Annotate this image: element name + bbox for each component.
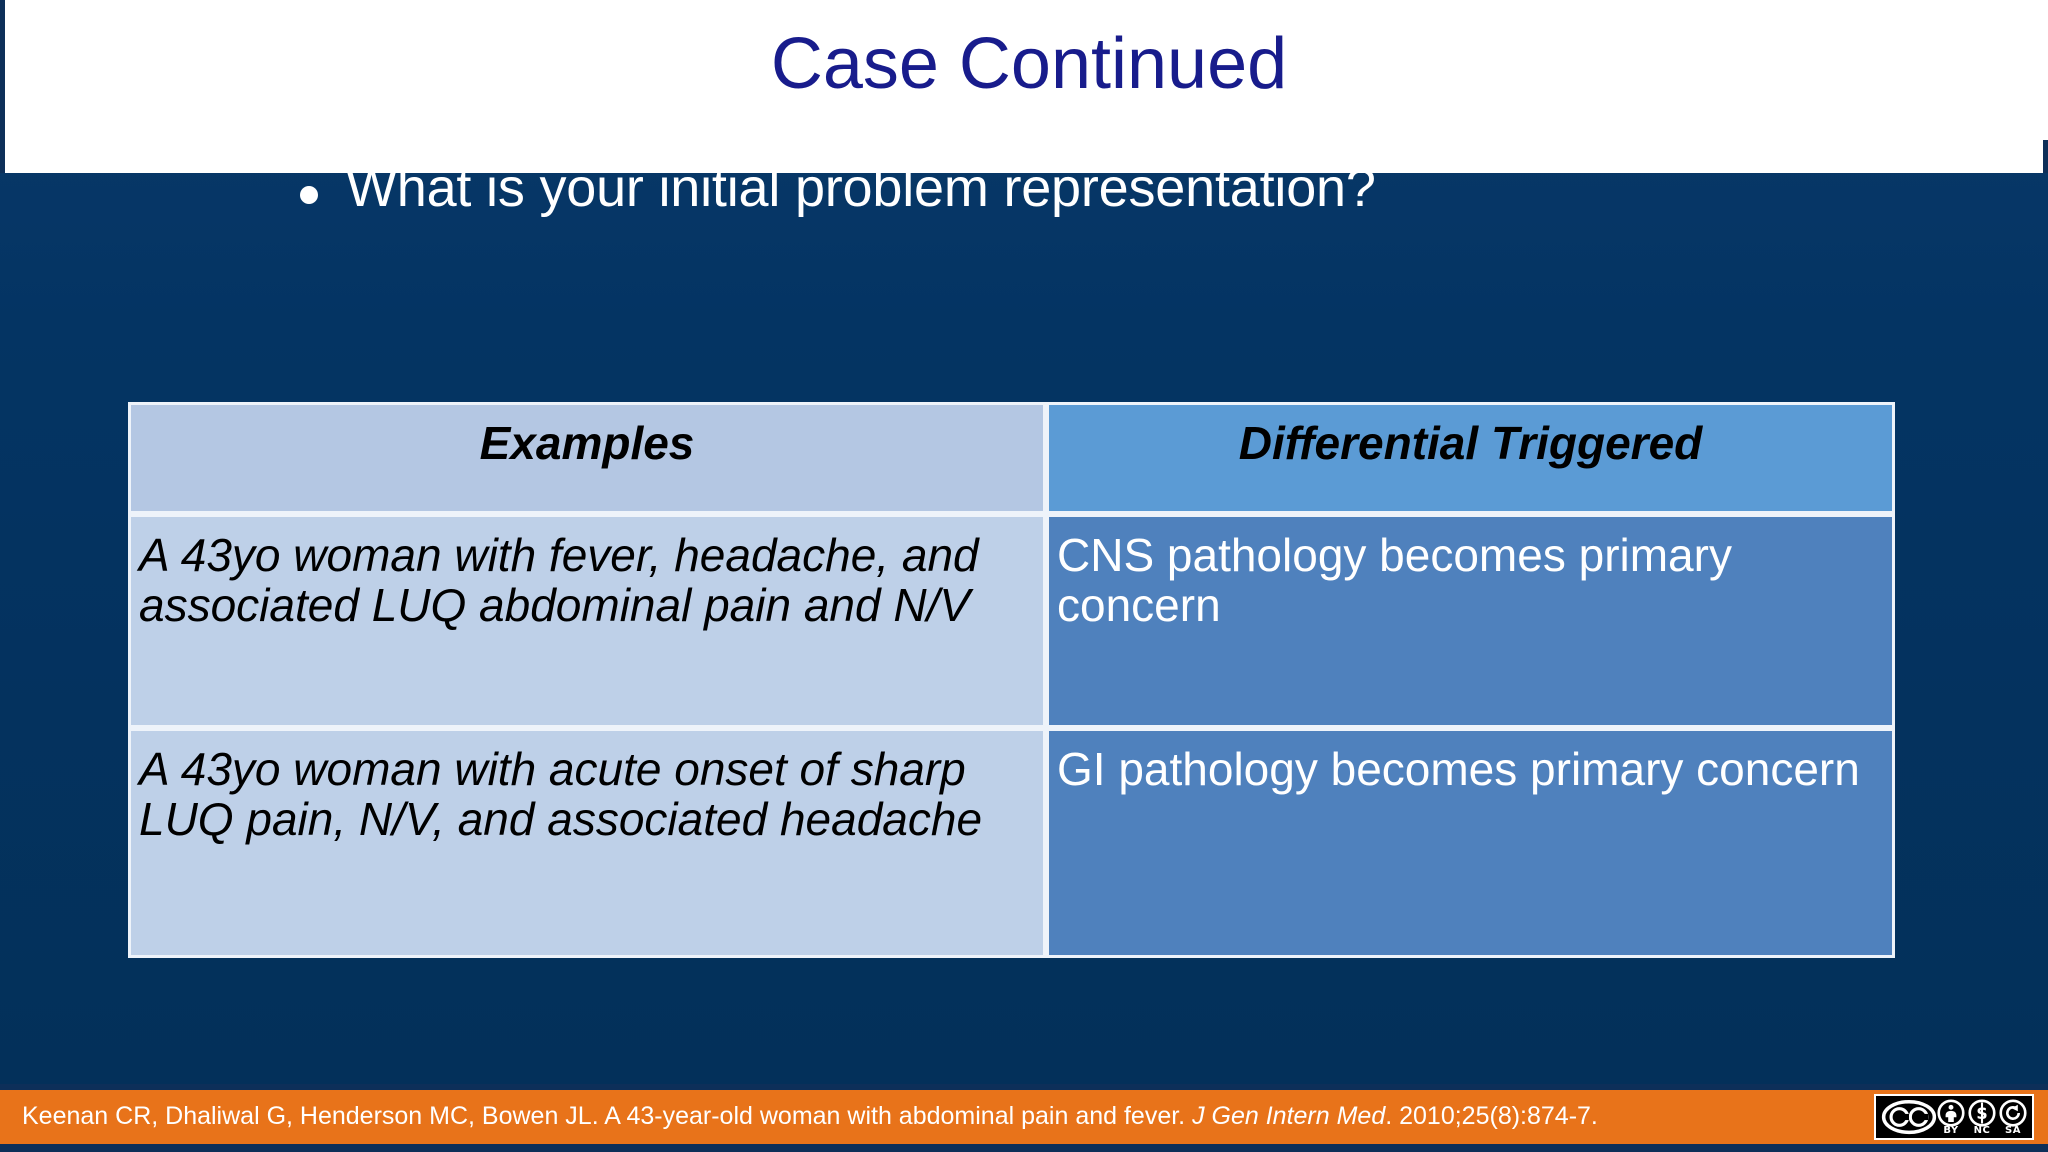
cc-label-nc: NC	[1973, 1124, 1991, 1136]
table-header-differential-label: Differential Triggered	[1238, 417, 1703, 469]
table-row: A 43yo woman with acute onset of sharp L…	[128, 728, 1895, 958]
page-title: Case Continued	[770, 24, 1288, 104]
problem-representation-table: Examples Differential Triggered A 43yo w…	[128, 402, 1895, 958]
differential-text-2: GI pathology becomes primary concern	[1057, 743, 1860, 795]
table-header-differential: Differential Triggered	[1046, 402, 1895, 514]
bullet-dot-icon	[300, 186, 318, 204]
cc-label-by: BY	[1943, 1124, 1959, 1136]
citation-bar: Keenan CR, Dhaliwal G, Henderson MC, Bow…	[0, 1090, 2048, 1144]
table-cell-differential-2: GI pathology becomes primary concern	[1046, 728, 1895, 958]
attribution-person-icon	[1937, 1098, 1965, 1127]
title-band-fill	[5, 0, 2048, 140]
cc-icon-row: S	[1937, 1098, 2027, 1127]
table-row: A 43yo woman with fever, headache, and a…	[128, 514, 1895, 728]
differential-text-1: CNS pathology becomes primary concern	[1057, 529, 1732, 631]
sharealike-arrow-icon	[1999, 1098, 2027, 1127]
example-text-2: A 43yo woman with acute onset of sharp L…	[139, 743, 983, 845]
cc-label-row: BY NC SA	[1937, 1125, 2027, 1136]
cc-by-nc-sa-badge[interactable]: S BY NC SA	[1874, 1094, 2034, 1140]
citation-authors-title: Keenan CR, Dhaliwal G, Henderson MC, Bow…	[22, 1102, 1193, 1131]
citation-text: Keenan CR, Dhaliwal G, Henderson MC, Bow…	[0, 1103, 1874, 1131]
cc-label-sa: SA	[2005, 1124, 2021, 1136]
table-cell-example-2: A 43yo woman with acute onset of sharp L…	[128, 728, 1046, 958]
noncommercial-dollar-icon: S	[1968, 1098, 1996, 1127]
example-text-1: A 43yo woman with fever, headache, and a…	[139, 529, 979, 631]
creative-commons-icon	[1881, 1099, 1937, 1135]
citation-journal: J Gen Intern Med	[1192, 1102, 1386, 1131]
bottom-divider	[0, 1144, 2048, 1152]
table-cell-differential-1: CNS pathology becomes primary concern	[1046, 514, 1895, 728]
citation-volume-info: . 2010;25(8):874-7.	[1385, 1102, 1598, 1131]
table-header-examples: Examples	[128, 402, 1046, 514]
table-header-examples-label: Examples	[479, 417, 695, 469]
table-header-row: Examples Differential Triggered	[128, 402, 1895, 514]
table-cell-example-1: A 43yo woman with fever, headache, and a…	[128, 514, 1046, 728]
cc-clause-icons: S BY NC SA	[1937, 1098, 2027, 1136]
citation-top-divider	[0, 1084, 2048, 1090]
title-band: Case Continued	[0, 0, 2048, 173]
